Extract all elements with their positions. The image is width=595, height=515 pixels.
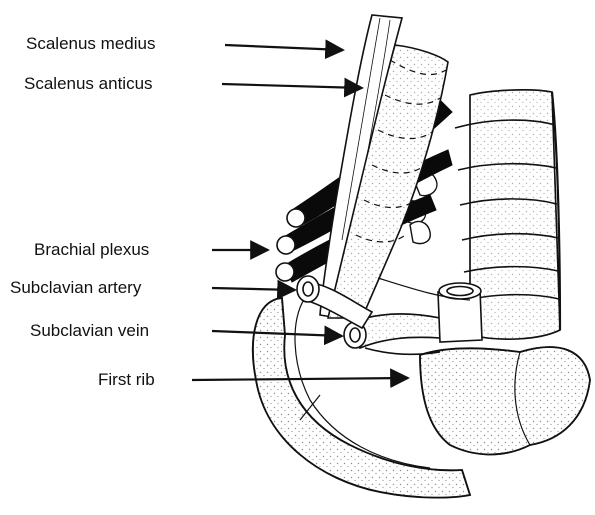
jugular-vein-branch — [438, 283, 482, 342]
manubrium — [420, 347, 590, 454]
arrow-subclavian-artery — [212, 288, 295, 290]
arrow-scalenus-medius — [225, 45, 343, 50]
label-scalenus-medius: Scalenus medius — [26, 34, 155, 54]
label-subclavian-vein: Subclavian vein — [30, 321, 149, 341]
label-scalenus-anticus: Scalenus anticus — [24, 74, 153, 94]
label-first-rib: First rib — [98, 370, 155, 390]
arrow-first-rib — [192, 378, 408, 380]
label-subclavian-artery: Subclavian artery — [10, 278, 141, 298]
arrow-scalenus-anticus — [222, 84, 362, 88]
label-brachial-plexus: Brachial plexus — [34, 240, 149, 260]
